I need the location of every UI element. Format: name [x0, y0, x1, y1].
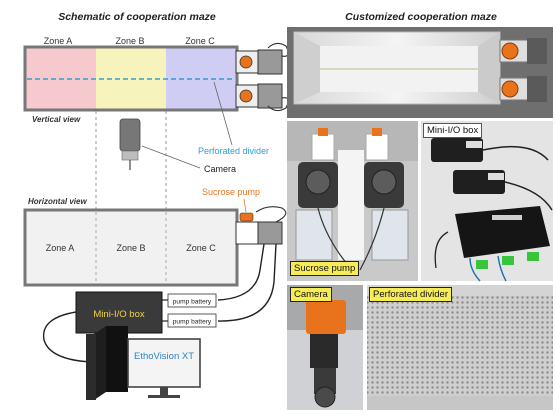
sucrose-pump-icon-horizontal	[235, 206, 287, 245]
divider-leader-line	[213, 81, 233, 146]
pump-cable-2	[217, 243, 277, 322]
camera-label: Camera	[204, 164, 236, 174]
perforated-divider-photo	[367, 285, 553, 410]
sucrose-pump-label: Sucrose pump	[202, 187, 260, 197]
horizontal-view-label: Horizontal view	[28, 197, 87, 206]
pump-leader-line	[243, 198, 247, 213]
mini-io-box-label: Mini-I/O box	[93, 309, 144, 320]
camera-photo	[287, 285, 363, 410]
pump-battery-box-2	[167, 313, 217, 328]
zone-a-label-vertical: Zone A	[44, 36, 73, 46]
photo-label-camera: Camera	[290, 287, 332, 302]
zone-a-label-horizontal: Zone A	[46, 243, 75, 253]
horizontal-view-maze	[23, 208, 239, 287]
zone-c-label-horizontal: Zone C	[186, 243, 216, 253]
monitor-icon	[127, 338, 201, 398]
photo-label-mini-io: Mini-I/O box	[423, 123, 483, 138]
mini-io-cable	[42, 311, 93, 363]
pump-battery-label-1: pump battery	[173, 299, 212, 306]
zone-c-region-vertical	[166, 48, 236, 109]
camera-leader-line	[141, 145, 201, 169]
perforated-divider-label: Perforated divider	[198, 146, 269, 156]
vertical-view-label: Vertical view	[32, 115, 81, 124]
zone-b-label-vertical: Zone B	[115, 36, 144, 46]
vertical-view-frame	[23, 45, 239, 112]
horizontal-view-frame	[23, 208, 239, 287]
sucrose-pump-icons-vertical	[235, 42, 289, 112]
camera-icon	[119, 118, 141, 161]
computer-tower-icon	[86, 326, 128, 400]
mini-io-box-photo	[421, 121, 553, 282]
photos-title: Customized cooperation maze	[345, 11, 497, 23]
pump-battery-label-2: pump battery	[173, 319, 212, 326]
vertical-view-maze	[23, 45, 239, 112]
photo-label-sucrose-pump: Sucrose pump	[290, 261, 360, 276]
pump-battery-box-1	[167, 293, 217, 308]
photo-label-perforated-divider: Perforated divider	[369, 287, 452, 302]
zone-c-label-vertical: Zone C	[185, 36, 215, 46]
pump-cable-1	[217, 243, 265, 301]
schematic-title: Schematic of cooperation maze	[58, 11, 216, 23]
sucrose-pump-photo	[287, 121, 418, 281]
zone-b-label-horizontal: Zone B	[116, 243, 145, 253]
maze-box-photo	[287, 27, 553, 118]
ethovision-label: EthoVision XT	[134, 351, 194, 362]
